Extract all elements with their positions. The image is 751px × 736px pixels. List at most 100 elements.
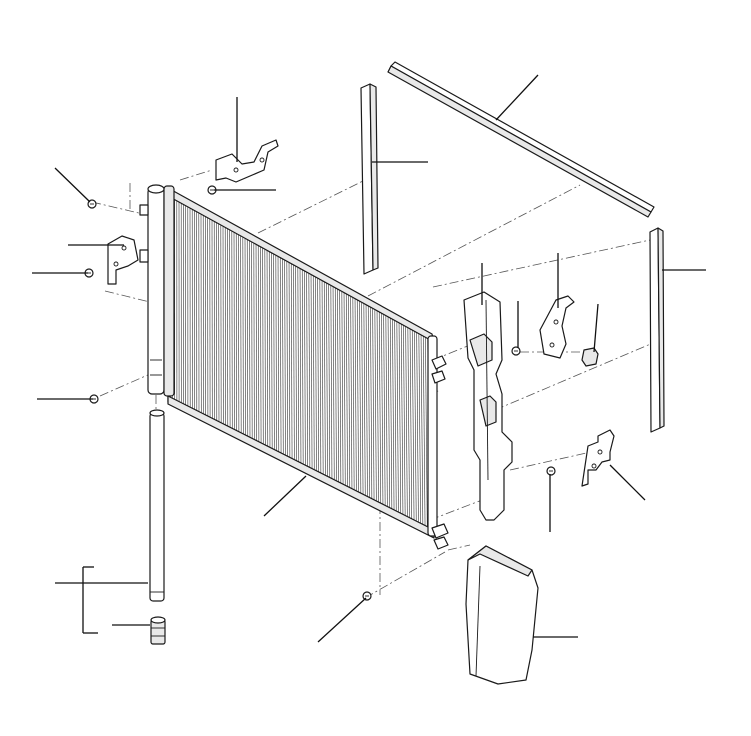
condenser-fin <box>260 241 262 449</box>
condenser-fin <box>367 300 371 504</box>
condenser-fin <box>425 332 428 533</box>
left-bracket <box>107 235 139 285</box>
screw-5 <box>511 346 521 356</box>
condenser-fin <box>304 265 306 472</box>
condenser-fin <box>383 309 386 512</box>
condenser-fin <box>378 306 382 510</box>
condenser-fin <box>317 272 320 478</box>
condenser-fin <box>264 243 266 452</box>
condenser-fin <box>323 276 326 482</box>
condenser-fin <box>396 316 399 519</box>
condenser-fin <box>299 262 302 470</box>
condenser-fin <box>403 320 406 522</box>
condenser-fin <box>365 299 368 503</box>
air-deflector-lower <box>465 545 539 685</box>
condenser-fin <box>398 317 402 520</box>
receiver-drier-tube <box>149 409 165 602</box>
condenser-fin <box>293 259 295 466</box>
condenser-fin <box>284 254 286 462</box>
condenser-fin <box>315 271 317 477</box>
clip <box>581 347 599 367</box>
condenser-fin <box>273 248 275 456</box>
condenser-fin <box>306 266 308 473</box>
condenser-fin <box>242 231 244 441</box>
condenser-fin <box>392 314 395 516</box>
condenser-fin <box>389 312 393 515</box>
condenser-fin <box>249 234 251 444</box>
condenser-fin <box>361 297 364 501</box>
condenser-fin <box>310 269 313 475</box>
condenser-fin <box>339 284 342 490</box>
condenser-fin <box>244 232 246 442</box>
condenser-fin <box>286 255 289 463</box>
condenser-fin <box>257 239 260 448</box>
condenser-fin <box>359 295 362 500</box>
condenser-fin <box>328 278 331 484</box>
condenser-fin <box>341 286 344 491</box>
condenser-fin <box>420 329 424 531</box>
screw-7 <box>362 591 372 601</box>
condenser-fin <box>290 258 293 465</box>
condenser-fin <box>312 270 315 476</box>
drier-plug <box>150 616 166 645</box>
leader-lines <box>32 74 706 643</box>
condenser-fin <box>416 327 419 529</box>
condenser-fin <box>321 275 324 481</box>
condenser-fin <box>266 244 269 453</box>
condenser-fin <box>288 256 291 464</box>
condenser-fin <box>308 267 311 474</box>
right-bracket <box>581 429 615 487</box>
condenser <box>139 184 449 550</box>
upper-bracket <box>215 139 279 183</box>
condenser-fin <box>363 298 366 502</box>
condenser-fin <box>409 323 413 525</box>
condenser-fin <box>229 224 231 434</box>
condenser-fin <box>337 283 340 489</box>
condenser-fin <box>295 260 297 467</box>
condenser-fin <box>370 301 373 505</box>
condenser-fin <box>301 264 304 471</box>
condenser-fin <box>255 238 258 447</box>
condenser-fin <box>330 279 333 485</box>
condenser-fin <box>407 322 410 524</box>
condenser-fin <box>279 252 282 459</box>
condenser-fin <box>251 236 253 445</box>
condenser-fin <box>352 292 355 496</box>
condenser-fin <box>282 253 284 461</box>
condenser-fin <box>343 287 346 492</box>
small-bracket <box>539 295 575 359</box>
condenser-fin <box>422 331 426 532</box>
condenser-fin <box>246 233 249 443</box>
condenser-fin <box>297 261 300 468</box>
right-foam-strip <box>649 227 665 433</box>
condenser-fin <box>268 245 271 454</box>
condenser-fin <box>376 305 379 509</box>
condenser-fin <box>372 303 375 506</box>
condenser-fin <box>418 328 421 530</box>
condenser-fin <box>411 325 415 527</box>
condenser-fin <box>275 249 277 457</box>
screw-3 <box>89 394 99 404</box>
condenser-fin <box>414 326 417 528</box>
condenser-fin <box>394 315 397 518</box>
condenser-fin <box>271 247 273 455</box>
condenser-fin <box>354 293 357 497</box>
condenser-fin <box>405 321 408 523</box>
condenser-fin <box>253 237 255 446</box>
left-foam-strip <box>360 83 379 275</box>
condenser-fin <box>332 281 335 486</box>
condenser-fin <box>231 225 233 435</box>
condenser-fin <box>334 282 337 487</box>
condenser-fin <box>262 242 264 451</box>
condenser-fin <box>235 227 237 437</box>
condenser-fin <box>345 288 348 493</box>
condenser-fin <box>400 318 404 521</box>
condenser-fin <box>240 230 242 439</box>
condenser-fin <box>356 294 359 499</box>
condenser-fin <box>350 290 353 495</box>
condenser-fin <box>277 250 280 458</box>
screw-6 <box>546 466 556 476</box>
condenser-fin <box>233 226 235 436</box>
